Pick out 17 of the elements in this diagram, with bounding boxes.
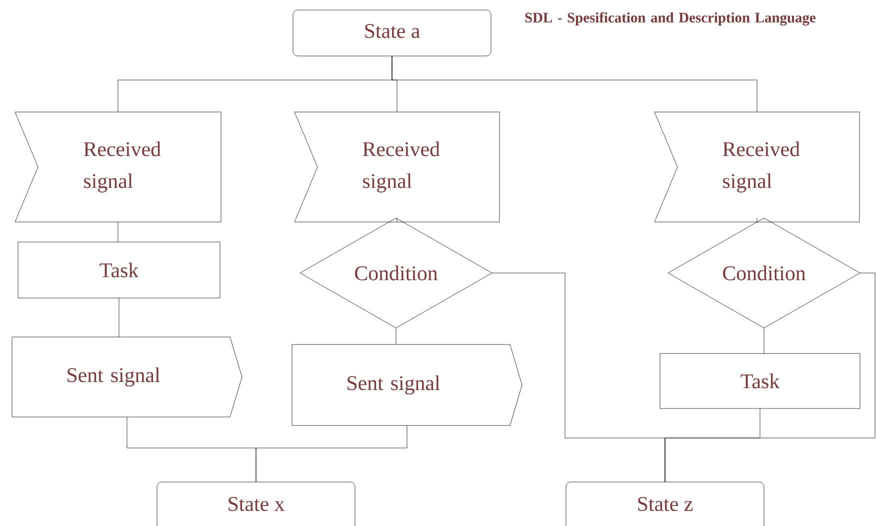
task-box: Task: [660, 353, 860, 409]
received-signal-box: Received signal: [14, 112, 222, 222]
state-box: State z: [566, 482, 764, 526]
sent-signal-box: Sent signal: [12, 336, 242, 418]
connector: [396, 218, 398, 222]
task-box: Task: [18, 242, 220, 298]
connector: [392, 56, 758, 112]
connector: [664, 272, 876, 482]
state-box: State a: [292, 10, 492, 56]
received-signal-box: Received signal: [654, 112, 860, 222]
sent-signal-box: Sent signal: [292, 344, 522, 426]
connector: [756, 218, 758, 222]
received-signal-box: Received signal: [294, 112, 500, 222]
connector: [118, 298, 120, 338]
connector: [256, 425, 408, 482]
title: SDL - Spesification and Description Language: [525, 12, 816, 26]
state-box: State x: [156, 482, 356, 526]
